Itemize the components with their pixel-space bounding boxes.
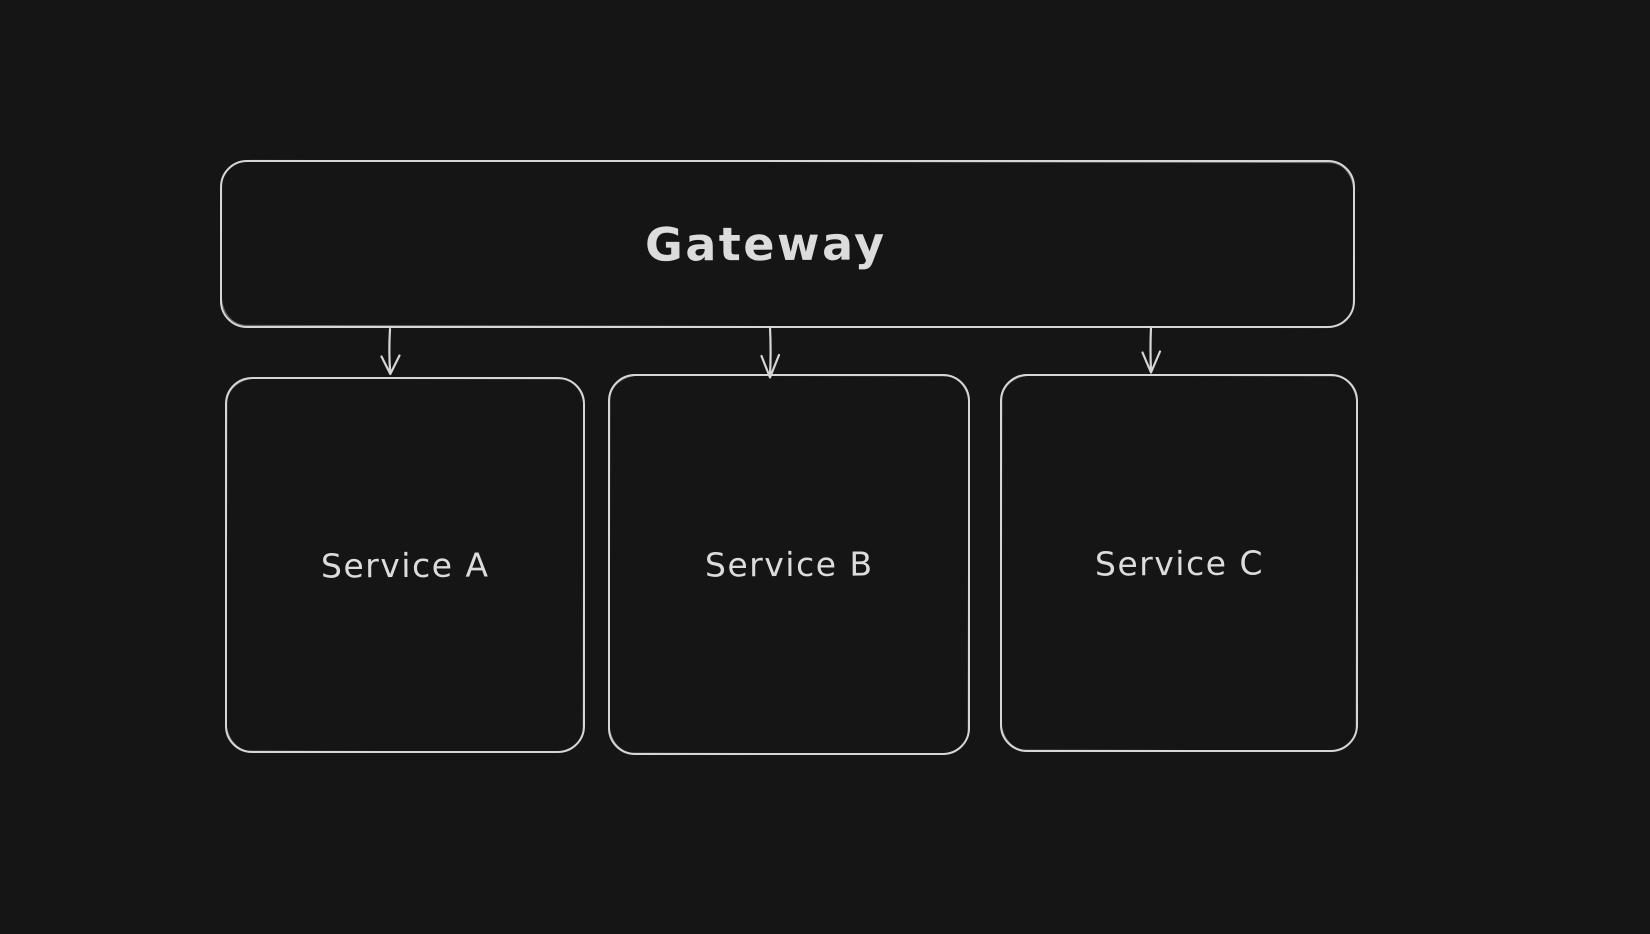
node-service-c: Service C bbox=[1000, 374, 1358, 752]
node-service-a-label: Service A bbox=[320, 545, 490, 585]
arrow-line bbox=[768, 325, 772, 378]
arrow-gateway-to-service-a bbox=[380, 327, 401, 376]
arrow-gateway-to-service-c bbox=[1141, 325, 1162, 374]
arrow-line bbox=[1149, 325, 1153, 373]
node-gateway: Gateway bbox=[220, 160, 1355, 328]
arrow-head-icon bbox=[1141, 350, 1162, 374]
node-service-c-label: Service C bbox=[1094, 543, 1264, 583]
arrow-gateway-to-service-b bbox=[760, 325, 781, 379]
arrow-line bbox=[388, 327, 392, 374]
node-service-b: Service B bbox=[608, 374, 970, 755]
node-service-a: Service A bbox=[225, 377, 585, 753]
node-gateway-label: Gateway bbox=[644, 216, 887, 272]
arrow-head-icon bbox=[380, 354, 401, 376]
node-service-b-label: Service B bbox=[704, 544, 874, 585]
